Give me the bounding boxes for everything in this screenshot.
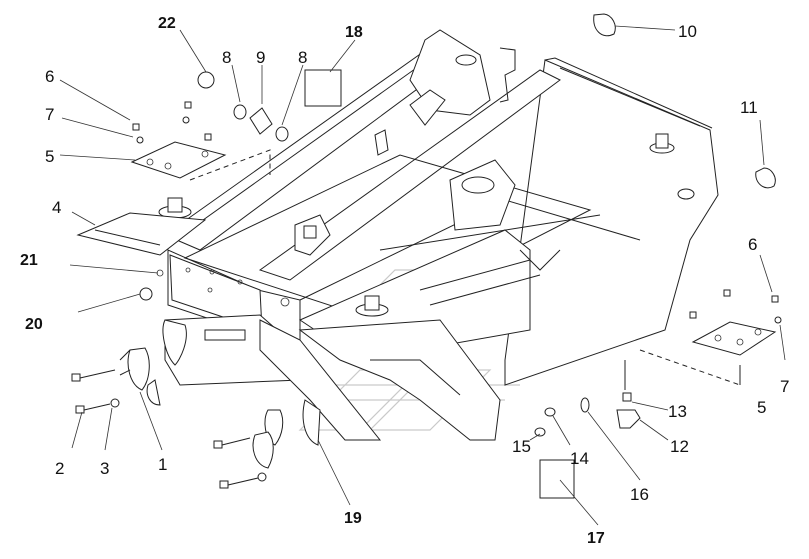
bolts-left [71,369,267,489]
callout-5-right: 5 [757,398,766,417]
callout-5-left: 5 [45,147,54,166]
callout-4: 4 [52,198,61,217]
callout-3: 3 [100,459,109,478]
callout-6-left: 6 [45,67,54,86]
main-frame [158,29,719,441]
callout-12: 12 [670,437,689,456]
callout-7-left: 7 [45,105,54,124]
callout-22: 22 [158,15,176,32]
callout-7-right: 7 [780,377,789,396]
callout-20: 20 [25,316,43,333]
callout-17: 17 [587,530,605,547]
plate-4 [76,212,207,256]
callout-16: 16 [630,485,649,504]
callout-labels: 1 2 3 4 5 5 6 6 7 7 8 8 9 10 11 12 13 14… [20,15,789,547]
callout-2: 2 [55,459,64,478]
callout-9: 9 [256,48,265,67]
callout-10: 10 [678,22,697,41]
plate-5-left [130,101,271,181]
front-bumper-clamps [119,319,321,469]
small-parts [139,13,776,499]
callout-8-left: 8 [222,48,231,67]
callout-13: 13 [668,402,687,421]
leader-lines [59,25,786,526]
callout-14: 14 [570,449,589,468]
callout-1: 1 [158,455,167,474]
callout-8-right: 8 [298,48,307,67]
callout-6-right: 6 [748,235,757,254]
callout-21: 21 [20,252,38,269]
callout-15: 15 [512,437,531,456]
callout-18: 18 [345,24,363,41]
callout-19: 19 [344,510,362,527]
callout-11: 11 [740,98,758,117]
plate-5-right [639,289,782,386]
